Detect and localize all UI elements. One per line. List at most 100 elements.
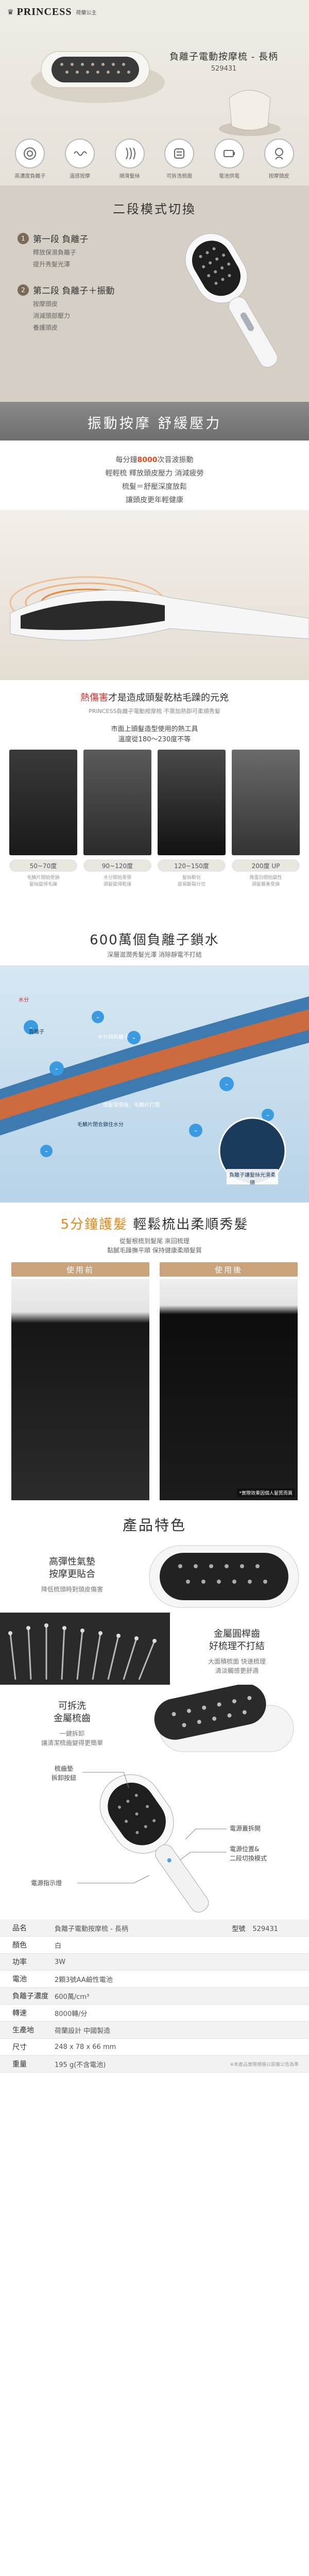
feature-row-washable: 可拆洗 金屬梳齒 一鍵拆卸 讓清潔梳齒變得更簡單 xyxy=(0,1685,309,1757)
vibration-icon xyxy=(64,139,95,168)
svg-text:-: - xyxy=(266,1110,269,1120)
spec-value: 白 xyxy=(55,1942,62,1950)
temperature-tag: 120~150度 xyxy=(158,859,226,872)
mode-desc: 消減頭部壓力 xyxy=(33,312,71,319)
heat-subtitle: PRINCESS負離子電動按摩梳 不需加熱即可柔順秀髮 xyxy=(89,708,220,715)
brush-product-image xyxy=(185,233,278,368)
crown-icon: ♛ xyxy=(7,8,14,16)
feature-icon-label: 可拆洗梳面 xyxy=(166,174,193,179)
vibrate-title: 振動按摩 舒緩壓力 xyxy=(87,416,222,432)
metal-bristles-image xyxy=(0,1613,170,1685)
feature-row-bristles: 金屬圓桿齒 好梳理不打結 大面積梳面 快速梳理 清淡觸感更舒適 xyxy=(0,1613,309,1685)
mode-number-badge: 2 xyxy=(18,284,29,296)
svg-text:-: - xyxy=(29,1023,32,1032)
mode-desc: 按摩頭皮 xyxy=(33,300,58,308)
feature-icon-item: 高濃度負離子 xyxy=(8,139,52,179)
spec-value: 負離子電動按摩梳 - 長柄 xyxy=(55,1925,128,1933)
feature-text: 高彈性氣墊 按摩更貼合 降低梳頭時對頭皮傷害 xyxy=(41,1556,103,1593)
decor-glass-image xyxy=(219,90,281,136)
spec-row: 功率 3W xyxy=(0,1954,309,1971)
spec-value: 195 g(不含電池) xyxy=(55,2061,106,2069)
svg-text:-: - xyxy=(132,1033,135,1043)
vibrate-line: 讓頭皮更年輕健康 xyxy=(126,496,183,504)
vibrate-section: 振動按摩 舒緩壓力 每分鐘8000次音波振動 輕輕梳 釋放頭皮壓力 消減疲勞 梳… xyxy=(0,402,309,680)
hero-brush-image xyxy=(31,51,165,103)
ion-label: 毛鱗片閉合鎖住水分 xyxy=(77,1122,124,1128)
feature-icon-label: 電池供電 xyxy=(218,174,239,179)
photo-caption: 水分開始蒸發頭髮變得乾燥 xyxy=(103,875,131,887)
feature-icon-label: 溫感按摩 xyxy=(69,174,90,179)
after-hair-photo: *實際效果因個人髮質而異 xyxy=(160,1279,298,1500)
heat-photo-card: 200度 UP 角蛋白開始變性頭髮嚴重受損 xyxy=(232,750,300,888)
heat-section: 熱傷害才是造成頭髮乾枯毛躁的元兇 PRINCESS負離子電動按摩梳 不需加熱即可… xyxy=(0,680,309,927)
five-minute-title: 5分鐘護髮 輕鬆梳出柔順秀髮 xyxy=(60,1217,249,1232)
feature-text: 可拆洗 金屬梳齒 一鍵拆卸 讓清潔梳齒變得更簡單 xyxy=(41,1701,103,1747)
hero-title: 負離子電動按摩梳 - 長柄 529431 xyxy=(169,49,278,73)
damaged-hair-photo xyxy=(83,750,151,855)
spec-value: 荷蘭設計 中國製造 xyxy=(55,2027,111,2035)
svg-text:-: - xyxy=(194,1126,197,1136)
svg-text:-: - xyxy=(45,1146,48,1156)
product-detail-diagram: 梳齒墊 拆卸按鈕 電源蓋拆開 電源位置& 二段切換模式 電源指示燈 xyxy=(0,1757,309,1917)
vibrate-banner xyxy=(0,402,309,440)
product-model: 529431 xyxy=(211,65,237,73)
features-section: 產品特色 高彈性氣墊 按摩更貼合 降低梳頭時對頭皮傷害 xyxy=(0,1502,309,1917)
vibrate-visual xyxy=(0,510,309,680)
after-label: 使用後 xyxy=(160,1262,298,1277)
product-page: ♛ PRINCESS 荷蘭公主 負離子電動按摩梳 - 長柄 529431 xyxy=(0,0,309,2073)
massage-icon xyxy=(264,139,294,168)
photo-caption: 毛鱗片開始受損髮絲變得毛躁 xyxy=(27,875,60,887)
feature-icon-item: 電池供電 xyxy=(208,139,251,179)
hair-icon xyxy=(114,139,145,168)
spec-row: 生產地 荷蘭設計 中國製造 xyxy=(0,2022,309,2039)
power-switch-label: 電源位置& 二段切換模式 xyxy=(230,1845,267,1862)
vibrate-frequency: 8000 xyxy=(137,456,158,464)
feature-row-cushion: 高彈性氣墊 按摩更貼合 降低梳頭時對頭皮傷害 xyxy=(0,1540,309,1613)
after-panel: 使用後 *實際效果因個人髮質而異 xyxy=(160,1262,298,1500)
cushion-brush-image xyxy=(149,1545,299,1608)
brand-name: PRINCESS xyxy=(16,6,72,18)
spec-key: 轉速 xyxy=(12,2009,27,2018)
feature-icon-item: 溫感按摩 xyxy=(58,139,101,179)
spec-key: 生產地 xyxy=(12,2026,34,2035)
features-title: 產品特色 xyxy=(122,1517,186,1534)
feature-icon-item: 可拆洗梳面 xyxy=(158,139,201,179)
temperature-tag: 200度 UP xyxy=(232,859,300,872)
battery-cover-label: 電源蓋拆開 xyxy=(230,1825,261,1832)
before-hair-photo xyxy=(11,1279,149,1500)
disclaimer-note: *實際效果因個人髮質而異 xyxy=(237,1488,295,1497)
spec-key: 功率 xyxy=(12,1958,27,1967)
product-title: 負離子電動按摩梳 - 長柄 xyxy=(169,52,278,62)
spec-key: 品名 xyxy=(12,1924,27,1933)
feature-icon-label: 按摩頭皮 xyxy=(268,174,289,179)
heat-photo-row: 50~70度 毛鱗片開始受損髮絲變得毛躁 90~120度 水分開始蒸發頭髮變得乾… xyxy=(9,750,300,888)
ion-label: 負離子讓髮絲光滑柔順 xyxy=(229,1173,276,1186)
spec-row: 尺寸 248 x 78 x 66 mm xyxy=(0,2039,309,2056)
spec-key: 尺寸 xyxy=(12,2043,27,2052)
spec-row: 顏色 白 xyxy=(0,1937,309,1954)
feature-icon-label: 順滑髮絲 xyxy=(119,174,140,179)
brand-subname: 荷蘭公主 xyxy=(76,10,97,16)
spec-value: 2顆3號AA鹼性電池 xyxy=(55,1976,113,1984)
hero-section: ♛ PRINCESS 荷蘭公主 負離子電動按摩梳 - 長柄 529431 xyxy=(0,0,309,185)
svg-text:-: - xyxy=(225,1079,228,1089)
vibrate-line: 每分鐘8000次音波振動 xyxy=(115,456,194,464)
battery-icon xyxy=(214,139,244,168)
mode-desc: 養護頭皮 xyxy=(33,324,58,331)
spec-value: 8000轉/分 xyxy=(55,2010,88,2018)
mode-title: 第二段 負離子＋振動 xyxy=(33,286,115,296)
svg-text:-: - xyxy=(55,1064,58,1074)
temperature-tag: 50~70度 xyxy=(9,859,77,872)
ion-label: 水分 xyxy=(19,997,29,1003)
heat-desc: 市面上頭髮造型使用的熱工具 溫度從180～230度不等 xyxy=(111,725,198,743)
vibrate-line: 輕輕梳 釋放頭皮壓力 消減疲勞 xyxy=(105,469,204,478)
five-minute-subtitle: 從髮根梳到髮尾 來回梳理 黏膩毛躁撫平順 保持健康柔順髮質 xyxy=(107,1238,202,1254)
ion-label: 頭髮受損後，毛鱗片打開 xyxy=(103,1103,160,1108)
mode-desc: 提升秀髮光澤 xyxy=(33,261,71,268)
spec-row: 負離子濃度 600萬/cm³ xyxy=(0,1988,309,2005)
mode-desc: 釋放保濕負離子 xyxy=(33,249,77,256)
